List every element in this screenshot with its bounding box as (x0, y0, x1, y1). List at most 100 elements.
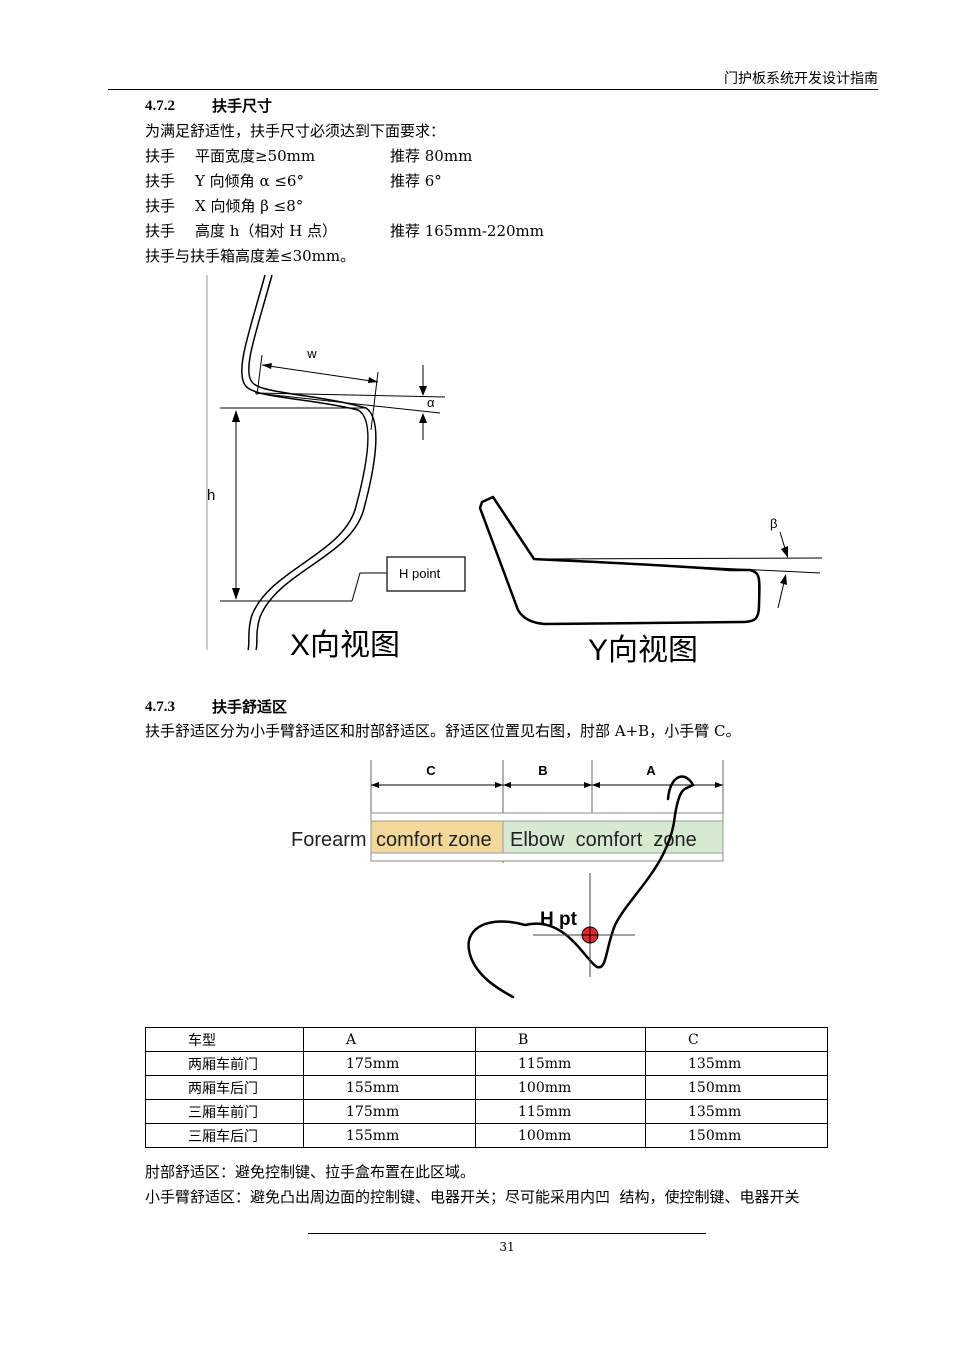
zone-label-b: B (538, 763, 547, 778)
table-cell: 155mm (303, 1075, 476, 1100)
spec-label: 扶手 (145, 197, 176, 215)
spec-value: X 向倾角 β ≤8° (195, 197, 304, 215)
hpt-label: H pt (540, 909, 578, 930)
w-arrow-right (368, 377, 378, 383)
elbow-comfort-zone (502, 820, 724, 854)
dim-arrow (715, 782, 723, 788)
forearm-comfort-zone (370, 820, 504, 854)
section-title: 扶手舒适区 (212, 698, 288, 716)
table-cell: 150mm (645, 1075, 828, 1100)
zone-label-c: C (426, 763, 436, 778)
spec-label: 扶手 (145, 222, 176, 240)
spec-value: 高度 h（相对 H 点） (195, 222, 338, 240)
spec-row: 扶手 Y 向倾角 α ≤6° 推荐 6° (145, 170, 645, 191)
table-cell: 三厢车前门 (145, 1099, 304, 1124)
hpoint-box (386, 556, 466, 592)
hpoint-leader (351, 572, 387, 602)
spec-value: Y 向倾角 α ≤6° (195, 172, 304, 190)
x-view-caption: X向视图 (290, 629, 400, 662)
spec-recommend: 推荐 6° (390, 172, 442, 190)
table-header-cell: A (303, 1027, 476, 1052)
table-header-cell: 车型 (145, 1027, 304, 1052)
zone-label-a: A (646, 763, 656, 778)
section-number: 4.7.3 (145, 699, 175, 715)
table-cell: 100mm (475, 1123, 646, 1148)
spec-label: 扶手 (145, 147, 176, 165)
spec-value: 平面宽度≥50mm (195, 147, 316, 165)
dim-arrow (592, 782, 600, 788)
h-arrow-top (232, 410, 240, 422)
section-heading-472: 4.7.2 扶手尺寸 (145, 95, 272, 115)
alpha-label: α (427, 395, 435, 410)
table-header-row: 车型 A B C (145, 1027, 828, 1052)
beta-slope-line (535, 558, 821, 574)
height-diff-text: 扶手与扶手箱高度差≤30mm。 (145, 247, 356, 265)
forearm-zone-note: 小手臂舒适区：避免凸出周边面的控制键、电器开关；尽可能采用内凹 结构，使控制键、… (145, 1188, 800, 1206)
section-heading-473: 4.7.3 扶手舒适区 (145, 696, 287, 716)
spec-row: 扶手 高度 h（相对 H 点） 推荐 165mm-220mm (145, 220, 645, 241)
comfort-zone-figure: C B A Forearm comfort zone Elbow comfort… (291, 760, 724, 999)
beta-label: β (770, 516, 777, 531)
elbow-zone-note: 肘部舒适区：避免控制键、拉手盒布置在此区域。 (145, 1163, 476, 1181)
footer-rule (308, 1233, 706, 1234)
elbow-zone-label: Elbow comfort zone (510, 829, 697, 851)
alpha-arrowhead-top (419, 386, 427, 396)
comfort-zone-table: 车型 A B C 两厢车前门 175mm 115mm 135mm 两厢车后门 1… (145, 1027, 828, 1148)
w-extension-left (256, 354, 263, 396)
w-arrow-left (262, 363, 272, 369)
table-cell: 三厢车后门 (145, 1123, 304, 1148)
hpoint-label: H point (399, 566, 441, 581)
table-header-cell: B (475, 1027, 646, 1052)
page-number: 31 (499, 1240, 515, 1254)
table-cell: 115mm (475, 1099, 646, 1124)
dim-arrow (371, 782, 379, 788)
table-cell: 175mm (303, 1051, 476, 1076)
table-cell: 100mm (475, 1075, 646, 1100)
spec-recommend: 推荐 165mm-220mm (390, 222, 544, 240)
table-cell: 两厢车前门 (145, 1051, 304, 1076)
running-header: 门护板系统开发设计指南 (724, 71, 878, 87)
y-view-caption: Y向视图 (588, 634, 698, 667)
alpha-arrowhead-bottom (419, 413, 427, 423)
spec-row: 扶手 X 向倾角 β ≤8° (145, 195, 645, 216)
section-title: 扶手尺寸 (212, 97, 273, 115)
dim-arrow (584, 782, 592, 788)
h-label: h (207, 487, 215, 504)
table-header-cell: C (645, 1027, 828, 1052)
table-cell: 155mm (303, 1123, 476, 1148)
h-arrow-bottom (232, 588, 240, 600)
armrest-top-line (254, 392, 446, 398)
table-cell: 135mm (645, 1099, 828, 1124)
spec-recommend: 推荐 80mm (390, 147, 473, 165)
y-view-armrest (478, 495, 761, 626)
table-cell: 150mm (645, 1123, 828, 1148)
table-cell: 115mm (475, 1051, 646, 1076)
section-number: 4.7.2 (145, 98, 175, 114)
dim-arrow (495, 782, 503, 788)
x-view-profile-outer (241, 274, 369, 651)
beta-reference-line (535, 557, 823, 560)
x-view-profile-inner (248, 274, 377, 651)
comfort-zone-intro: 扶手舒适区分为小手臂舒适区和肘部舒适区。舒适区位置见右图，肘部 A+B，小手臂 … (145, 722, 741, 740)
beta-arrowhead-bottom (780, 574, 787, 585)
w-dimension-line (261, 364, 379, 383)
table-cell: 135mm (645, 1051, 828, 1076)
forearm-zone-label: comfort zone (376, 829, 492, 851)
table-row: 两厢车前门 175mm 115mm 135mm (145, 1051, 828, 1076)
header-rule (108, 89, 878, 90)
beta-arrowhead-top (781, 546, 788, 558)
table-row: 三厢车前门 175mm 115mm 135mm (145, 1099, 828, 1124)
table-row: 三厢车后门 155mm 100mm 150mm (145, 1123, 828, 1148)
armrest-dimension-figure: w α h H point X向视图 β Y向视图 (206, 274, 823, 667)
table-cell: 175mm (303, 1099, 476, 1124)
forearm-label: Forearm (291, 829, 367, 851)
intro-text: 为满足舒适性，扶手尺寸必须达到下面要求： (145, 122, 446, 140)
spec-label: 扶手 (145, 172, 176, 190)
table-row: 两厢车后门 155mm 100mm 150mm (145, 1075, 828, 1100)
table-cell: 两厢车后门 (145, 1075, 304, 1100)
armrest-slope-line (254, 392, 441, 414)
dim-arrow (503, 782, 511, 788)
seated-body-contour (467, 775, 695, 999)
w-label: w (306, 346, 317, 361)
spec-row: 扶手 平面宽度≥50mm 推荐 80mm (145, 145, 645, 166)
